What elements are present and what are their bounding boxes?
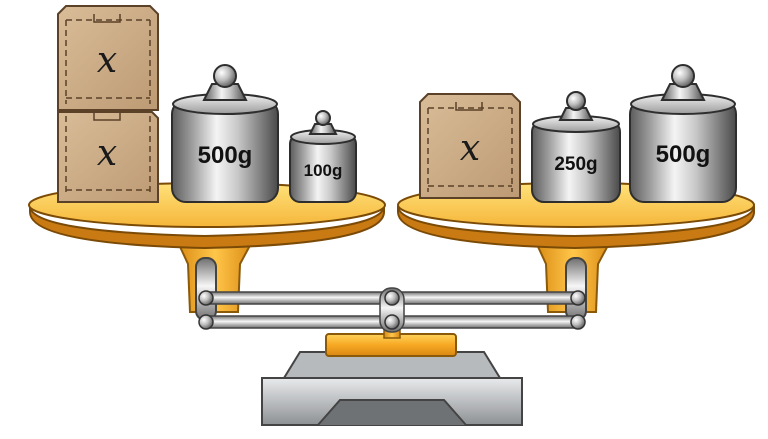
weight-label: 500g bbox=[656, 141, 711, 168]
right-box: x bbox=[420, 94, 520, 198]
scale-beam bbox=[199, 288, 585, 332]
box-x: x bbox=[420, 94, 520, 198]
right-post bbox=[534, 238, 612, 320]
box-label: x bbox=[460, 128, 480, 169]
left-post bbox=[176, 238, 254, 320]
box-x-upper: x bbox=[58, 6, 158, 110]
weight-500g-right: 500g bbox=[630, 65, 736, 202]
weight-label: 500g bbox=[198, 142, 253, 169]
weight-100g: 100g bbox=[290, 111, 356, 202]
box-label: x bbox=[97, 133, 117, 174]
box-x-lower: x bbox=[58, 112, 158, 202]
weight-label: 100g bbox=[304, 161, 343, 180]
box-label: x bbox=[97, 40, 117, 81]
weight-500g-left: 500g bbox=[172, 65, 278, 202]
weight-label: 250g bbox=[554, 154, 597, 175]
left-box-stack: x x bbox=[58, 6, 158, 202]
weight-250g: 250g bbox=[532, 92, 620, 202]
